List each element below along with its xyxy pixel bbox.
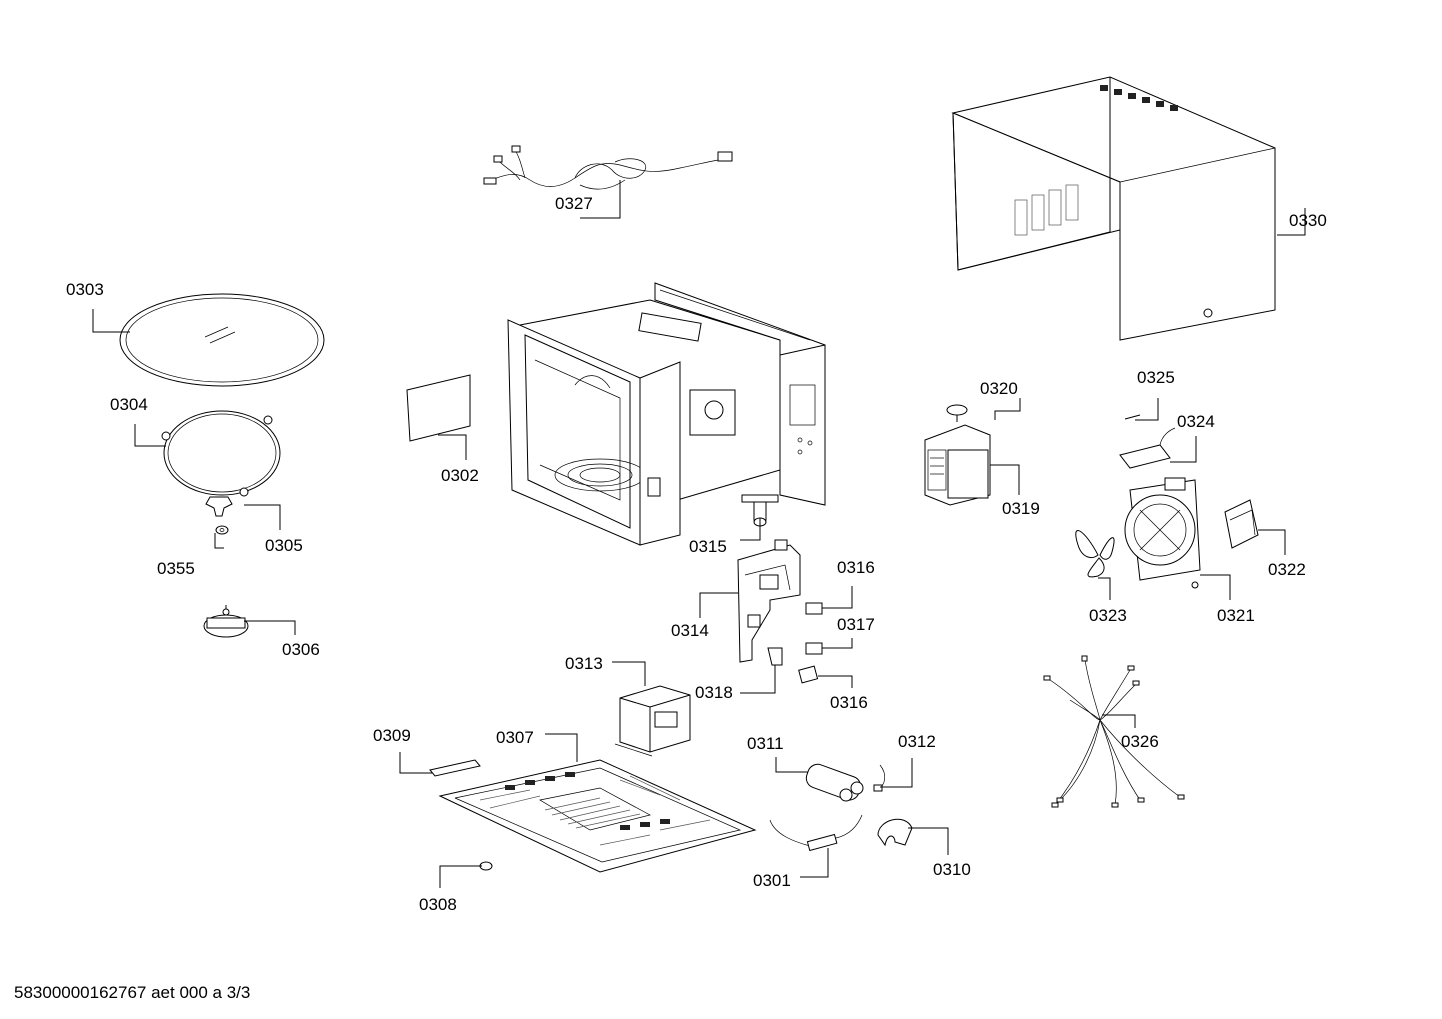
part-0309-bracket bbox=[429, 759, 481, 777]
label-0315: 0315 bbox=[689, 537, 727, 556]
label-0321: 0321 bbox=[1217, 606, 1255, 625]
part-0325-wire bbox=[1124, 414, 1141, 420]
label-0323: 0323 bbox=[1089, 606, 1127, 625]
label-0327: 0327 bbox=[555, 194, 593, 213]
part-0316-microswitch-b bbox=[798, 665, 819, 684]
part-0355-washer bbox=[215, 525, 229, 535]
part-0317-microswitch bbox=[805, 642, 823, 655]
label-0325: 0325 bbox=[1137, 368, 1175, 387]
part-0315-sensor bbox=[741, 494, 779, 527]
part-0302-cover-sheet bbox=[406, 374, 471, 442]
label-0322: 0322 bbox=[1268, 560, 1306, 579]
label-0304: 0304 bbox=[110, 395, 148, 414]
label-0309: 0309 bbox=[373, 726, 411, 745]
label-0316-b: 0316 bbox=[830, 693, 868, 712]
part-0313-transformer bbox=[614, 685, 691, 757]
label-0314: 0314 bbox=[671, 621, 709, 640]
part-0322-air-duct bbox=[1224, 499, 1259, 549]
part-labels: 0303 0304 0305 0355 0306 0302 0327 0330 … bbox=[66, 194, 1327, 914]
part-0324-circuit-board bbox=[1119, 427, 1176, 469]
part-0319-magnetron bbox=[924, 424, 991, 506]
label-0330: 0330 bbox=[1289, 211, 1327, 230]
label-0319: 0319 bbox=[1002, 499, 1040, 518]
label-0303: 0303 bbox=[66, 280, 104, 299]
part-0312-diode bbox=[873, 764, 886, 792]
part-0304-roller-ring bbox=[161, 410, 281, 497]
part-0330-outer-casing bbox=[951, 76, 1276, 341]
part-0314-switch-bracket bbox=[737, 539, 801, 663]
part-0303-glass-tray bbox=[119, 293, 325, 387]
label-0320: 0320 bbox=[980, 379, 1018, 398]
part-0318-lever bbox=[767, 647, 783, 666]
label-0310: 0310 bbox=[933, 860, 971, 879]
part-0307-base-plate bbox=[438, 759, 757, 873]
leader-lines bbox=[92, 180, 1306, 888]
part-0323-fan-blade bbox=[1075, 530, 1115, 578]
label-0301: 0301 bbox=[753, 871, 791, 890]
part-0311-capacitor bbox=[805, 763, 864, 802]
part-0321-fan-housing bbox=[1124, 477, 1201, 589]
part-0320-thermostat bbox=[946, 404, 968, 422]
part-0316-microswitch-a bbox=[805, 602, 823, 615]
part-0305-coupler bbox=[205, 496, 233, 517]
label-0308: 0308 bbox=[419, 895, 457, 914]
part-0301-fuse-holder bbox=[769, 814, 863, 852]
label-0306: 0306 bbox=[282, 640, 320, 659]
footer-document-id: 58300000162767 aet 000 a 3/3 bbox=[14, 983, 250, 1002]
part-0306-turntable-motor bbox=[203, 605, 249, 638]
label-0326: 0326 bbox=[1121, 732, 1159, 751]
oven-cavity-assembly bbox=[507, 282, 826, 546]
label-0307: 0307 bbox=[496, 728, 534, 747]
label-0305: 0305 bbox=[265, 536, 303, 555]
label-0302: 0302 bbox=[441, 466, 479, 485]
label-0355: 0355 bbox=[157, 559, 195, 578]
label-0317: 0317 bbox=[837, 615, 875, 634]
part-0310-clamp bbox=[877, 818, 913, 847]
label-0313: 0313 bbox=[565, 654, 603, 673]
label-0324: 0324 bbox=[1177, 412, 1215, 431]
label-0311: 0311 bbox=[747, 734, 784, 753]
part-0327-wire-harness bbox=[483, 145, 733, 190]
label-0316-a: 0316 bbox=[837, 558, 875, 577]
label-0312: 0312 bbox=[898, 732, 936, 751]
part-0326-wire-bundle bbox=[1043, 655, 1185, 808]
label-0318: 0318 bbox=[695, 683, 733, 702]
